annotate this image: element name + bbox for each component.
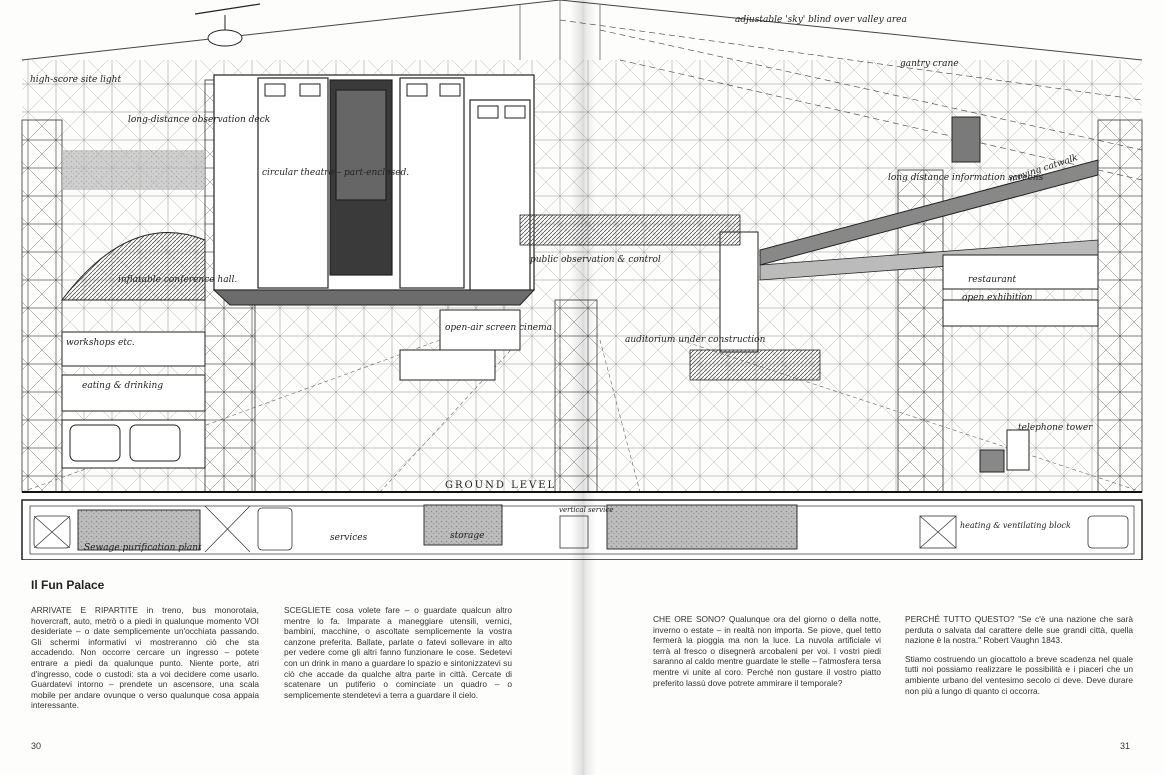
label-circular-theatre: circular theatre – part-enclosed. xyxy=(262,168,409,178)
page-number-left: 30 xyxy=(31,741,42,751)
helicopter-icon xyxy=(194,3,261,47)
paragraph-perche: PERCHÉ TUTTO QUESTO? "Se c'è una nazione… xyxy=(905,614,1133,646)
label-site-light: high-score site light xyxy=(30,75,121,85)
page-number-right: 31 xyxy=(1120,741,1131,751)
label-public-observation: public observation & control xyxy=(530,255,661,265)
label-vertical-service: vertical service xyxy=(559,506,613,514)
paragraph-stiamo: Stiamo costruendo un giocattolo a breve … xyxy=(905,653,1133,696)
text-column-3: CHE ORE SONO? Qualunque ora del giorno o… xyxy=(653,614,881,696)
label-observation-deck: long-distance observation deck xyxy=(128,115,270,125)
paragraph-che-ore: CHE ORE SONO? Qualunque ora del giorno o… xyxy=(653,614,881,688)
text-column-1: ARRIVATE E RIPARTITE in treno, bus monor… xyxy=(31,605,259,719)
label-heating-block: heating & ventilating block xyxy=(960,521,1071,530)
text-column-4: PERCHÉ TUTTO QUESTO? "Se c'è una nazione… xyxy=(905,614,1133,704)
label-ground-level: GROUND LEVEL xyxy=(445,480,556,491)
label-telephone-tower: telephone tower xyxy=(1018,423,1093,433)
label-inflatable-hall: inflatable conference hall. xyxy=(118,275,237,285)
label-services: services xyxy=(330,533,368,543)
label-workshops: workshops etc. xyxy=(66,338,135,348)
label-gantry-crane: gantry crane xyxy=(900,59,959,69)
label-storage: storage xyxy=(450,531,484,541)
paragraph-scegliete: SCEGLIETE cosa volete fare – o guardate … xyxy=(284,605,512,700)
label-auditorium: auditorium under construction xyxy=(625,335,766,345)
label-restaurant: restaurant xyxy=(968,275,1016,285)
label-eating-drinking: eating & drinking xyxy=(82,381,163,391)
label-open-air-cinema: open-air screen cinema xyxy=(445,323,552,333)
label-sky-blind: adjustable 'sky' blind over valley area xyxy=(735,15,907,25)
fun-palace-section-drawing: adjustable 'sky' blind over valley area … xyxy=(21,0,1143,560)
label-open-exhibition: open exhibition xyxy=(962,293,1033,303)
paragraph-arrivate: ARRIVATE E RIPARTITE in treno, bus monor… xyxy=(31,605,259,711)
label-sewage-plant: Sewage purification plant xyxy=(84,543,202,553)
architectural-sketch: adjustable 'sky' blind over valley area … xyxy=(21,0,1143,560)
article-title: Il Fun Palace xyxy=(31,578,105,592)
label-info-screens: long distance information screens xyxy=(888,173,1044,183)
text-column-2: SCEGLIETE cosa volete fare – o guardate … xyxy=(284,605,512,708)
